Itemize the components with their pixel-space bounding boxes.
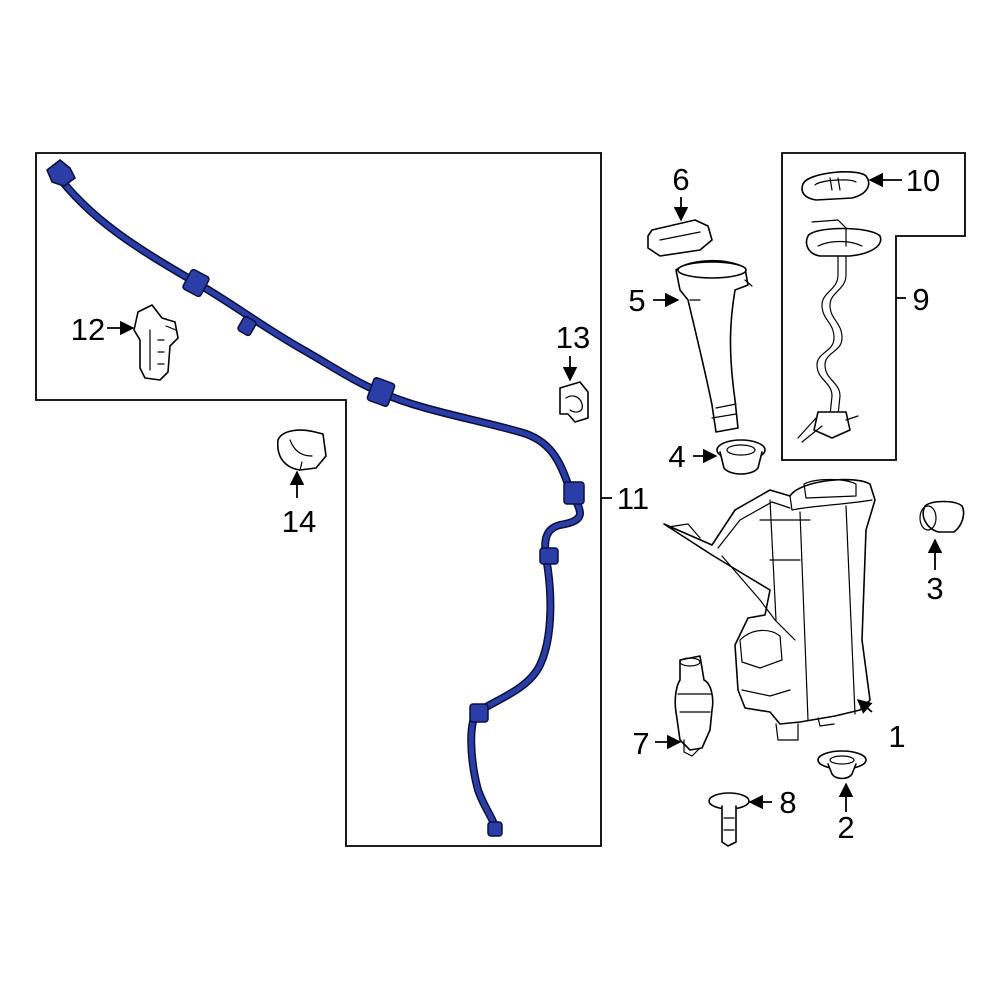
callout-8[interactable]: 8 xyxy=(779,785,796,820)
callout-7[interactable]: 7 xyxy=(632,726,649,761)
part-3-grommet[interactable] xyxy=(919,500,965,533)
callout-5[interactable]: 5 xyxy=(628,283,645,318)
hose-clip xyxy=(469,703,489,723)
leader-1 xyxy=(856,699,873,714)
hose-connector-bottom xyxy=(487,821,503,837)
leader-lines xyxy=(107,172,943,812)
washer-hose[interactable] xyxy=(46,159,585,837)
callout-13[interactable]: 13 xyxy=(556,320,590,355)
callout-9[interactable]: 9 xyxy=(912,282,929,317)
part-4-grommet[interactable] xyxy=(716,439,766,475)
callout-2[interactable]: 2 xyxy=(837,810,854,845)
callout-12[interactable]: 12 xyxy=(71,312,105,347)
callout-6[interactable]: 6 xyxy=(672,162,689,197)
part-12-connector[interactable] xyxy=(133,304,179,381)
hose-connector-top xyxy=(46,159,76,187)
callout-1[interactable]: 1 xyxy=(888,719,905,754)
callout-11[interactable]: 11 xyxy=(617,481,649,516)
part-8-push-pin[interactable] xyxy=(708,792,750,847)
part-9-pickup-tube[interactable] xyxy=(797,219,882,443)
part-14-clip[interactable] xyxy=(276,429,327,471)
callout-labels: 1 2 3 4 5 6 7 8 9 10 11 12 13 14 xyxy=(71,162,944,845)
part-10-seal[interactable] xyxy=(801,171,870,201)
callout-3[interactable]: 3 xyxy=(926,571,943,606)
hose-clip xyxy=(182,268,210,298)
hose-group-box xyxy=(35,152,602,847)
hose-clip xyxy=(237,315,257,337)
part-13-clip[interactable] xyxy=(559,381,589,423)
hose-clip xyxy=(366,377,396,407)
hose-clip xyxy=(563,481,585,505)
hose-clip xyxy=(539,547,559,565)
callout-4[interactable]: 4 xyxy=(668,439,685,474)
part-1-reservoir[interactable] xyxy=(663,478,876,741)
part-2-grommet[interactable] xyxy=(817,750,867,780)
callout-10[interactable]: 10 xyxy=(906,163,940,198)
callout-14[interactable]: 14 xyxy=(282,504,316,539)
washer-hose-fill xyxy=(52,169,583,833)
part-7-washer-pump[interactable] xyxy=(674,655,714,757)
washer-hose-outline xyxy=(51,168,584,834)
pump-group-box xyxy=(781,152,966,461)
part-6-cap[interactable] xyxy=(647,219,713,257)
part-5-filler-neck[interactable] xyxy=(675,259,753,433)
